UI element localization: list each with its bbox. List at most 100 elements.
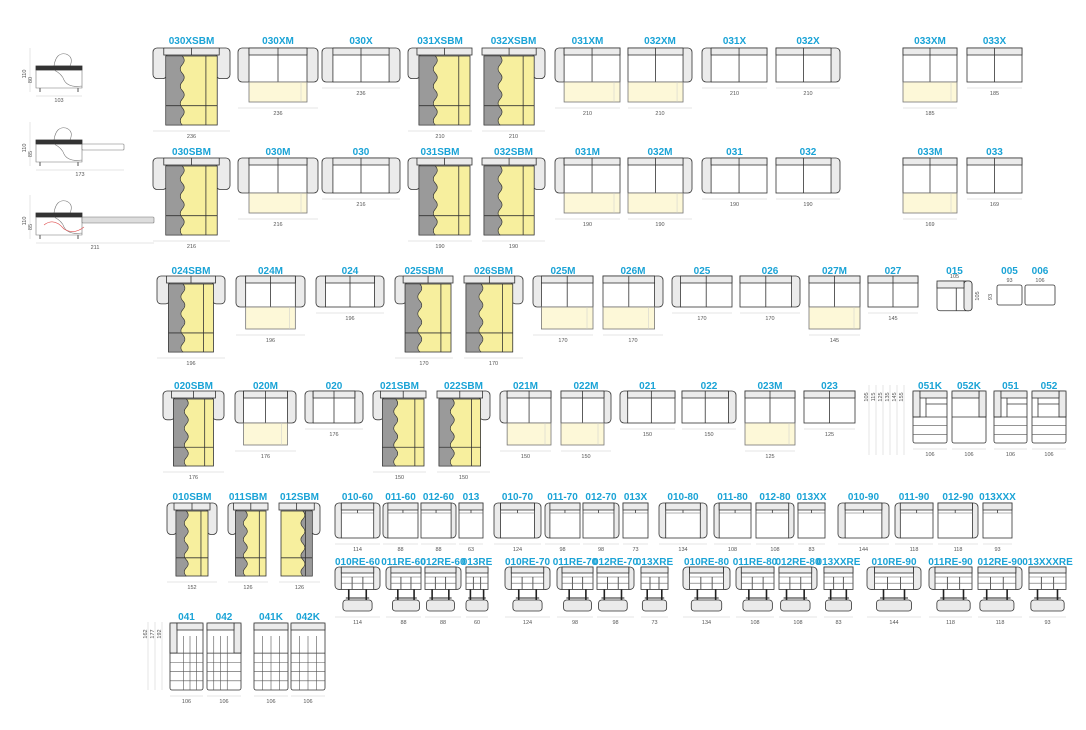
module-code-label: 031XSBM (417, 36, 463, 47)
module-width-label: 170 (489, 361, 498, 367)
module-width-label: 190 (583, 222, 592, 228)
module-width-label: 106 (266, 699, 275, 705)
module-code-label: 032XSBM (491, 36, 537, 47)
module-code-label: 013XXXRE (1022, 557, 1073, 568)
module-width-label: 210 (583, 111, 592, 117)
module-width-label: 196 (186, 361, 195, 367)
module-width-label: 106 (1044, 452, 1053, 458)
module-code-label: 022M (573, 381, 598, 392)
module-width-label: 170 (419, 361, 428, 367)
module-width-label: 124 (523, 620, 532, 626)
module-width-label: 196 (345, 316, 354, 322)
module-width-label: 144 (859, 547, 868, 553)
module-code-label: 013XXX (979, 492, 1016, 503)
module-depth-label: 105 (975, 291, 981, 300)
module-code-label: 030XM (262, 36, 294, 47)
module-width-label: 185 (925, 111, 934, 117)
module-width-label: 118 (996, 620, 1005, 626)
module-code-label: 011RE-60 (381, 557, 426, 568)
module-width-label: 83 (835, 620, 841, 626)
side-height-label: 110 (22, 144, 28, 153)
module-width-label: 210 (509, 134, 518, 140)
height-value-label: 125 (878, 392, 884, 401)
module-code-label: 052K (957, 381, 982, 392)
module-width-label: 185 (990, 91, 999, 97)
module-code-label: 020SBM (174, 381, 213, 392)
module-code-label: 032M (647, 147, 672, 158)
module-code-label: 041 (178, 612, 195, 623)
module-width-label: 108 (793, 620, 802, 626)
module-code-label: 010RE-60 (335, 557, 380, 568)
module-width-label: 150 (459, 475, 468, 481)
module-code-label: 031M (575, 147, 600, 158)
module-code-label: 010-80 (667, 492, 699, 503)
module-width-label: 190 (803, 202, 812, 208)
module-code-label: 031 (726, 147, 743, 158)
module-code-label: 005 (1001, 266, 1018, 277)
module-code-label: 013 (463, 492, 480, 503)
module-width-label: 88 (440, 620, 446, 626)
module-code-label: 013X (624, 492, 648, 503)
module-width-label: 106 (303, 699, 312, 705)
module-width-label: 176 (261, 454, 270, 460)
module-code-label: 027M (822, 266, 847, 277)
module-code-label: 030XSBM (169, 36, 215, 47)
module-width-label: 98 (559, 547, 565, 553)
module-code-label: 010-70 (502, 492, 534, 503)
module-code-label: 010SBM (173, 492, 212, 503)
module-width-label: 106 (182, 699, 191, 705)
module-code-label: 030X (349, 36, 373, 47)
module-width-label: 152 (187, 585, 196, 591)
module-width-label: 144 (889, 620, 898, 626)
module-width-label: 98 (598, 547, 604, 553)
side-seat-height-label: 80 (28, 77, 34, 83)
module-code-label: 011SBM (229, 492, 267, 503)
module-code-label: 011-70 (547, 492, 578, 503)
module-code-label: 022 (701, 381, 718, 392)
module-width-label: 216 (187, 244, 196, 250)
module-width-label: 134 (678, 547, 687, 553)
module-width-label: 170 (558, 338, 567, 344)
module-width-label: 105 (950, 274, 959, 280)
module-code-label: 025SBM (405, 266, 444, 277)
module-code-label: 011-90 (899, 492, 930, 503)
side-width-label: 211 (91, 245, 100, 251)
module-width-label: 125 (825, 432, 834, 438)
module-code-label: 015 (946, 266, 963, 277)
